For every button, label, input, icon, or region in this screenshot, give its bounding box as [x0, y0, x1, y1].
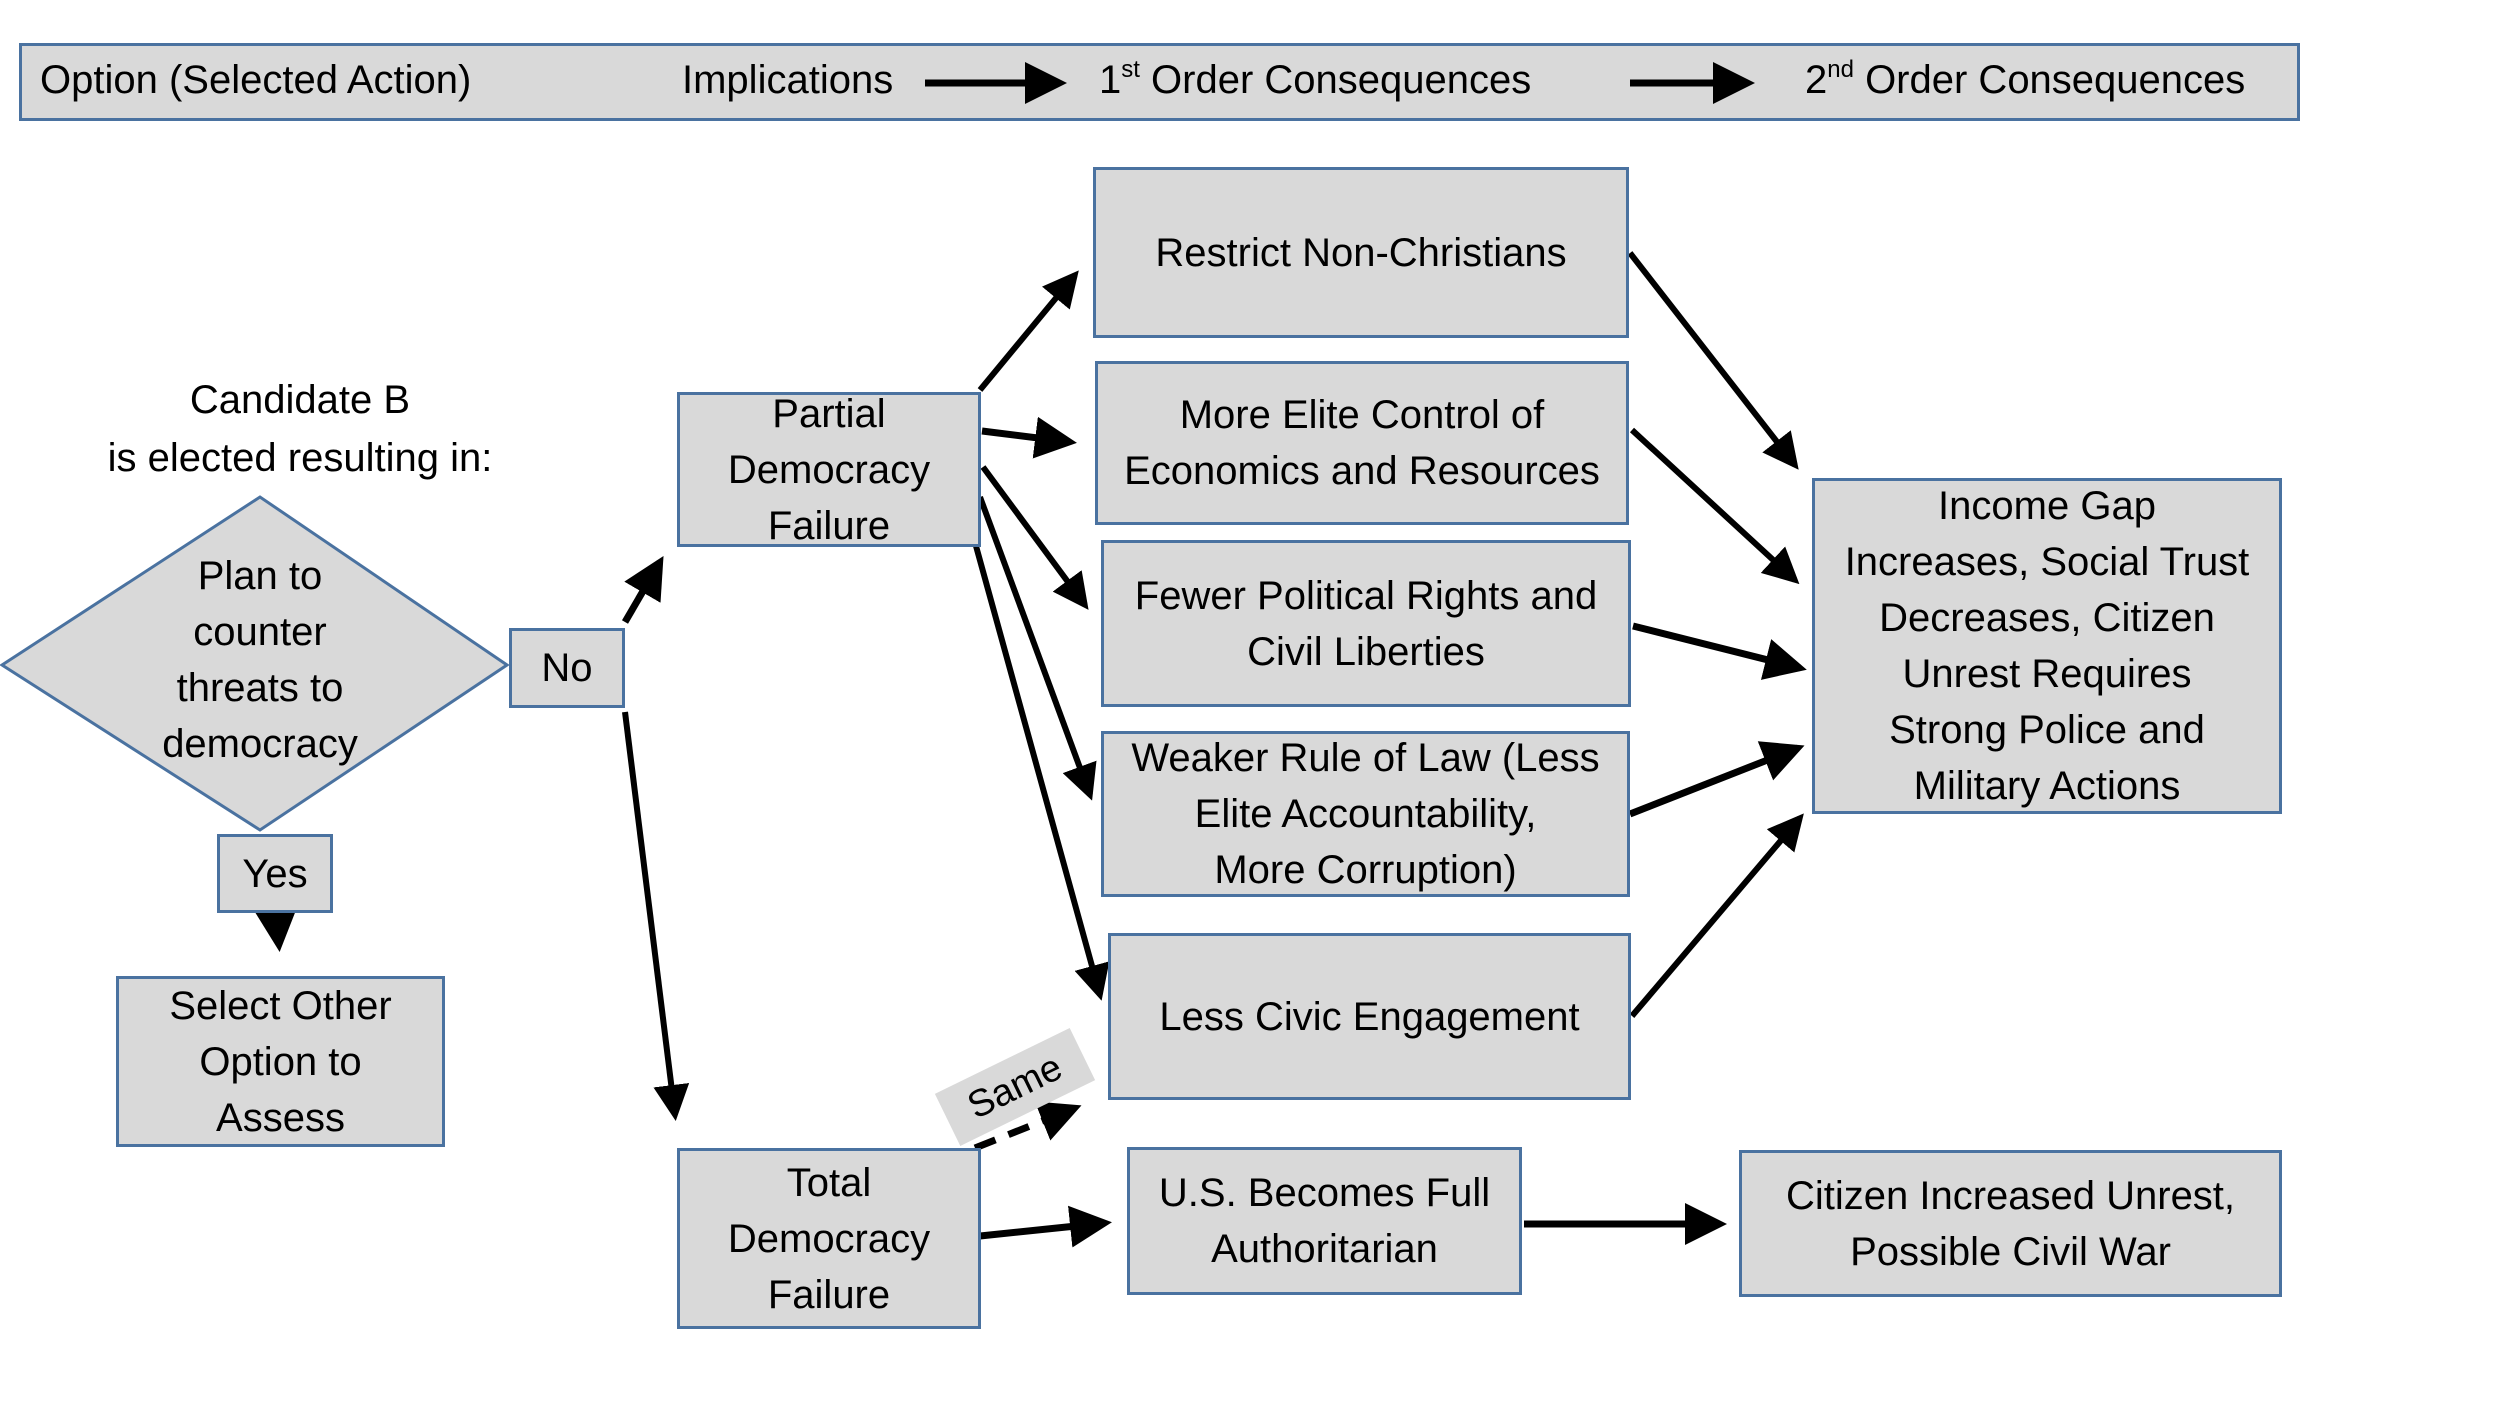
- box-line: Possible Civil War: [1850, 1229, 2171, 1274]
- box-line: Citizen Increased Unrest,: [1785, 1173, 2236, 1218]
- box-line: Elite Accountability,: [1194, 792, 1537, 836]
- box-line: More Elite Control of: [1179, 393, 1545, 437]
- legend-first-order-text: Order Consequences: [1139, 58, 1532, 102]
- box-line: Option to: [199, 1039, 362, 1084]
- box-line: Democracy: [727, 1216, 931, 1261]
- scenario-label: Candidate B is elected resulting in:: [60, 371, 540, 487]
- no-branch-box[interactable]: No: [509, 628, 625, 708]
- legend-bar: Option (Selected Action) Implications 1s…: [19, 43, 2300, 121]
- arrow-elite-control-to-income-gap: [1629, 427, 1800, 585]
- arrow-total-same-dashed: [973, 1101, 1082, 1152]
- decision-question: Plan to counter threats to democracy: [90, 548, 430, 772]
- box-line: More Corruption): [1214, 848, 1517, 892]
- box-line: Increases, Social Trust: [1844, 540, 2250, 584]
- box-line: Strong Police and: [1889, 708, 2205, 752]
- box-line: Failure: [767, 503, 891, 548]
- box-line: Democracy: [727, 447, 931, 492]
- box-line: Total: [786, 1160, 872, 1205]
- first-order-restrict-non-christians[interactable]: Restrict Non-Christians: [1093, 167, 1629, 338]
- arrow-civic-engagement-to-income-gap: [1629, 813, 1804, 1018]
- box-line: Assess: [216, 1095, 345, 1140]
- box-line: Restrict Non-Christians: [1155, 230, 1567, 275]
- arrow-partial-to-elite-control: [981, 416, 1077, 459]
- legend-first-order-number: 1: [1099, 58, 1122, 102]
- box-line: Income Gap: [1938, 484, 2156, 528]
- decision-line: democracy: [162, 722, 358, 766]
- decision-line: Plan to: [197, 554, 323, 598]
- box-line: Military Actions: [1913, 764, 2181, 808]
- arrow-yes-to-select-other: [254, 908, 297, 952]
- arrow-no-to-total: [622, 711, 690, 1121]
- legend-second-order-label: 2nd Order Consequences: [1805, 58, 2245, 103]
- box-line: Authoritarian: [1211, 1227, 1438, 1271]
- arrow-no-to-partial: [621, 555, 664, 624]
- legend-first-order-sup: st: [1121, 56, 1140, 83]
- box-line: Failure: [767, 1272, 891, 1317]
- arrow-total-to-authoritarian: [979, 1205, 1112, 1248]
- second-order-civil-war[interactable]: Citizen Increased Unrest, Possible Civil…: [1739, 1150, 2282, 1297]
- box-line: Weaker Rule of Law (Less: [1131, 736, 1600, 780]
- first-order-civic-engagement[interactable]: Less Civic Engagement: [1108, 933, 1631, 1100]
- decision-diamond: [0, 495, 510, 832]
- select-other-option-box[interactable]: Select Other Option to Assess: [116, 976, 445, 1147]
- yes-label: Yes: [242, 851, 308, 896]
- yes-branch-box[interactable]: Yes: [217, 834, 333, 913]
- box-line: Economics and Resources: [1124, 449, 1600, 493]
- legend-first-order-label: 1st Order Consequences: [1099, 58, 1531, 103]
- box-line: Unrest Requires: [1902, 652, 2192, 696]
- decision-line: counter: [193, 610, 327, 654]
- box-line: Partial: [772, 391, 886, 436]
- arrow-political-rights-to-income-gap: [1632, 622, 1807, 680]
- box-line: Civil Liberties: [1247, 629, 1485, 674]
- first-order-elite-control[interactable]: More Elite Control of Economics and Reso…: [1095, 361, 1629, 525]
- box-line: Decreases, Citizen: [1879, 596, 2215, 640]
- scenario-line-1: Candidate B: [189, 378, 411, 422]
- first-order-rule-of-law[interactable]: Weaker Rule of Law (Less Elite Accountab…: [1101, 731, 1630, 897]
- box-line: Less Civic Engagement: [1159, 994, 1580, 1039]
- arrow-partial-to-rule-of-law: [977, 495, 1097, 801]
- no-label: No: [541, 646, 593, 690]
- legend-option-label: Option (Selected Action): [40, 58, 472, 102]
- legend-implications-label: Implications: [682, 58, 894, 102]
- arrow-partial-to-political-rights: [980, 465, 1089, 610]
- arrow-rule-of-law-to-income-gap: [1628, 741, 1805, 818]
- arrow-partial-to-restrict: [977, 270, 1079, 392]
- legend-second-order-number: 2: [1805, 58, 1828, 102]
- box-line: U.S. Becomes Full: [1158, 1171, 1491, 1215]
- total-democracy-failure-box[interactable]: Total Democracy Failure: [677, 1148, 981, 1329]
- box-line: Select Other: [169, 983, 392, 1028]
- legend-second-order-sup: nd: [1827, 56, 1854, 83]
- decision-line: threats to: [176, 666, 344, 710]
- scenario-line-2: is elected resulting in:: [107, 436, 493, 480]
- arrow-partial-to-civic-engagement: [973, 545, 1110, 1001]
- legend-second-order-text: Order Consequences: [1853, 58, 2246, 102]
- partial-democracy-failure-box[interactable]: Partial Democracy Failure: [677, 392, 981, 548]
- first-order-political-rights[interactable]: Fewer Political Rights and Civil Liberti…: [1101, 540, 1631, 707]
- arrow-restrict-to-income-gap: [1627, 251, 1799, 470]
- second-order-income-gap[interactable]: Income Gap Increases, Social Trust Decre…: [1812, 478, 2282, 814]
- box-line: Fewer Political Rights and: [1134, 573, 1598, 618]
- first-order-authoritarian[interactable]: U.S. Becomes Full Authoritarian: [1127, 1147, 1522, 1295]
